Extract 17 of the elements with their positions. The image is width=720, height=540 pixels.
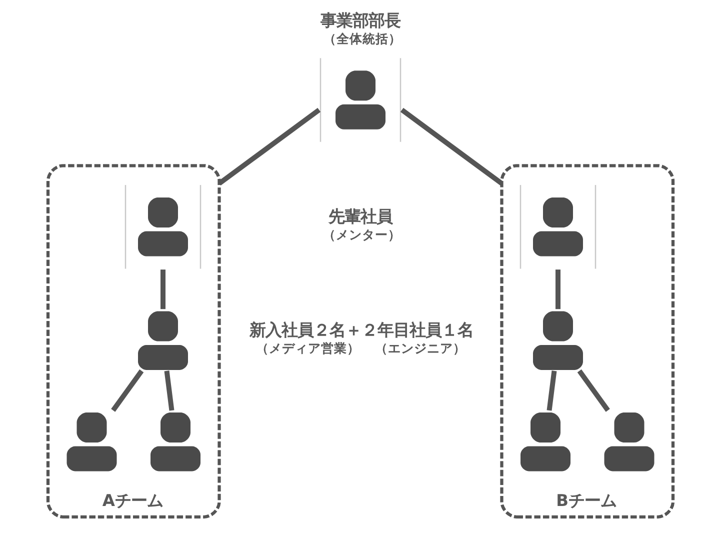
node-label: （全体統括） [323,31,402,46]
label: （エンジニア） [374,340,466,356]
connector [160,270,165,310]
connector [546,370,556,411]
connector [555,270,560,310]
cluster: Bチーム [500,164,674,518]
connector [576,369,610,412]
label: （メディア営業） [256,340,360,356]
label: 先輩社員 [328,206,392,226]
label: （メンター） [322,226,400,242]
node-label: 事業部部長 [320,11,400,30]
connector [400,108,503,186]
cluster: Aチーム [46,164,220,518]
label: 新入社員２名＋２年目社員１名 [248,320,473,340]
connector [217,108,320,186]
connector [164,370,174,411]
connector [110,369,144,412]
